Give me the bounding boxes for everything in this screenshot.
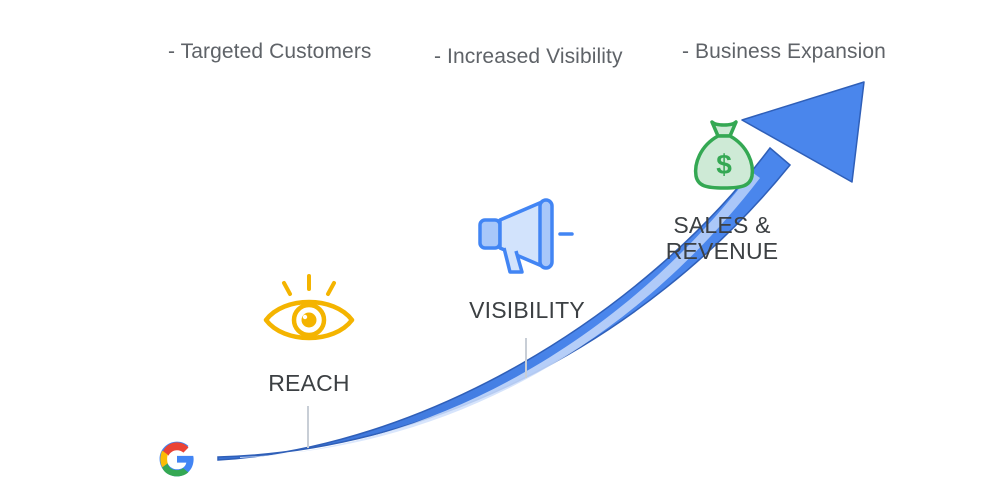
google-logo-icon [159,441,194,477]
svg-text:$: $ [716,149,732,180]
arrow-head [741,81,865,183]
money-bag-icon: $ [693,120,755,190]
sales-revenue-label-line2: REVENUE [665,238,779,264]
visibility-tick [525,338,527,378]
benefit-business-expansion: - Business Expansion [682,40,886,63]
megaphone-icon [478,198,574,274]
benefit-increased-visibility: - Increased Visibility [434,45,623,68]
sales-revenue-label-line1: SALES & [673,212,771,238]
eye-icon [263,274,355,341]
reach-label: REACH [268,370,350,396]
visibility-label: VISIBILITY [469,297,585,323]
sales-revenue-label: SALES & REVENUE [660,212,784,264]
reach-tick [307,406,309,448]
benefit-targeted-customers: - Targeted Customers [168,40,372,63]
